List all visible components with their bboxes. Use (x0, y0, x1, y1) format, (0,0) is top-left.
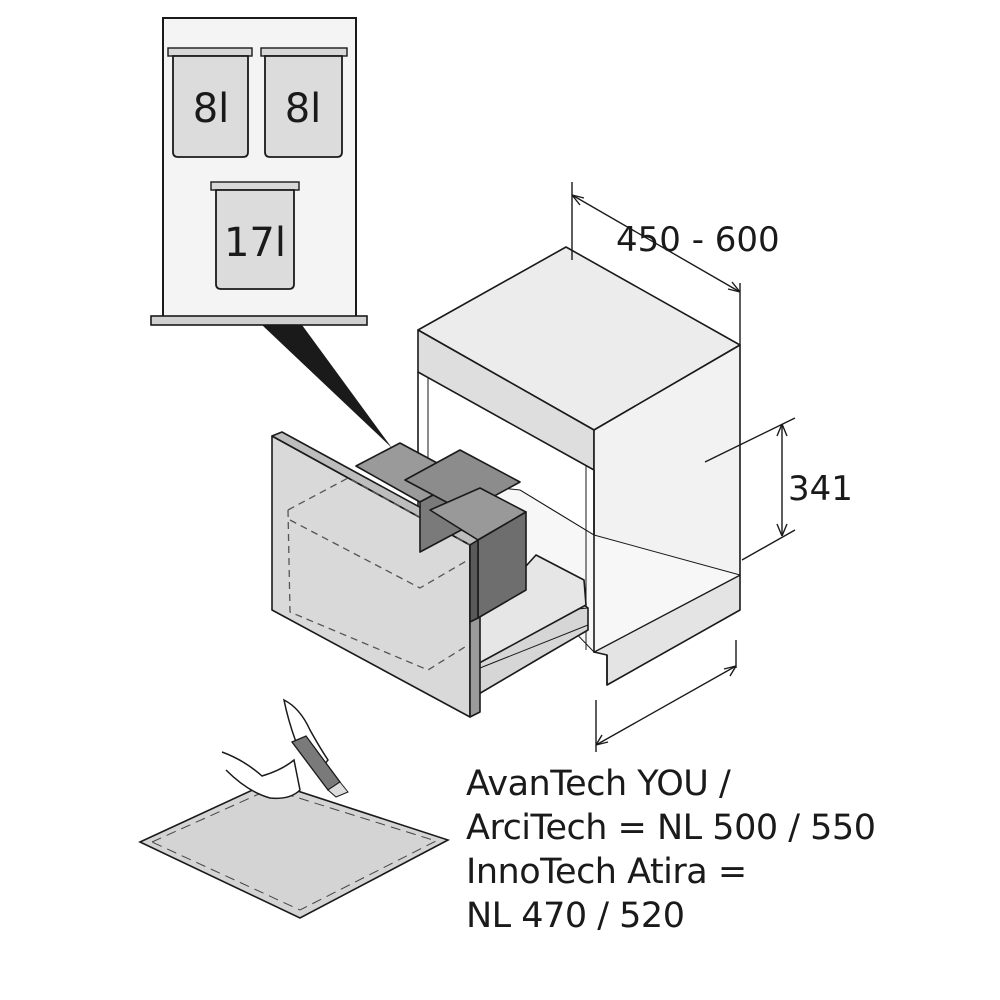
bin-8l-right-label: 8l (285, 86, 322, 132)
bin-17l: 17l (210, 181, 300, 290)
dimension-width-label: 450 - 600 (616, 220, 780, 260)
bin-8l-left: 8l (167, 47, 253, 158)
compatibility-caption: AvanTech YOU / ArciTech = NL 500 / 550 I… (466, 762, 986, 938)
drawer (271, 431, 589, 718)
template-sheet (138, 781, 451, 919)
caption-line: ArciTech = NL 500 / 550 (466, 808, 876, 848)
caption-line: InnoTech Atira = (466, 852, 747, 892)
drawer-bins (355, 442, 527, 623)
bin-17l-label: 17l (224, 220, 286, 266)
dimension-height-label: 341 (788, 469, 853, 509)
callout-pointer (262, 325, 392, 448)
caption-line: AvanTech YOU / (466, 764, 731, 804)
inset-shelf (150, 315, 368, 326)
dimension-width (571, 182, 741, 345)
bin-layout-inset: 8l 8l 17l (150, 17, 368, 326)
dimension-height (704, 417, 796, 561)
bin-8l-right: 8l (260, 47, 348, 158)
caption-line: NL 470 / 520 (466, 896, 685, 936)
dimension-depth (595, 640, 737, 752)
bin-8l-left-label: 8l (193, 86, 230, 132)
hand-icon (221, 751, 301, 800)
cutting-template (138, 698, 451, 919)
